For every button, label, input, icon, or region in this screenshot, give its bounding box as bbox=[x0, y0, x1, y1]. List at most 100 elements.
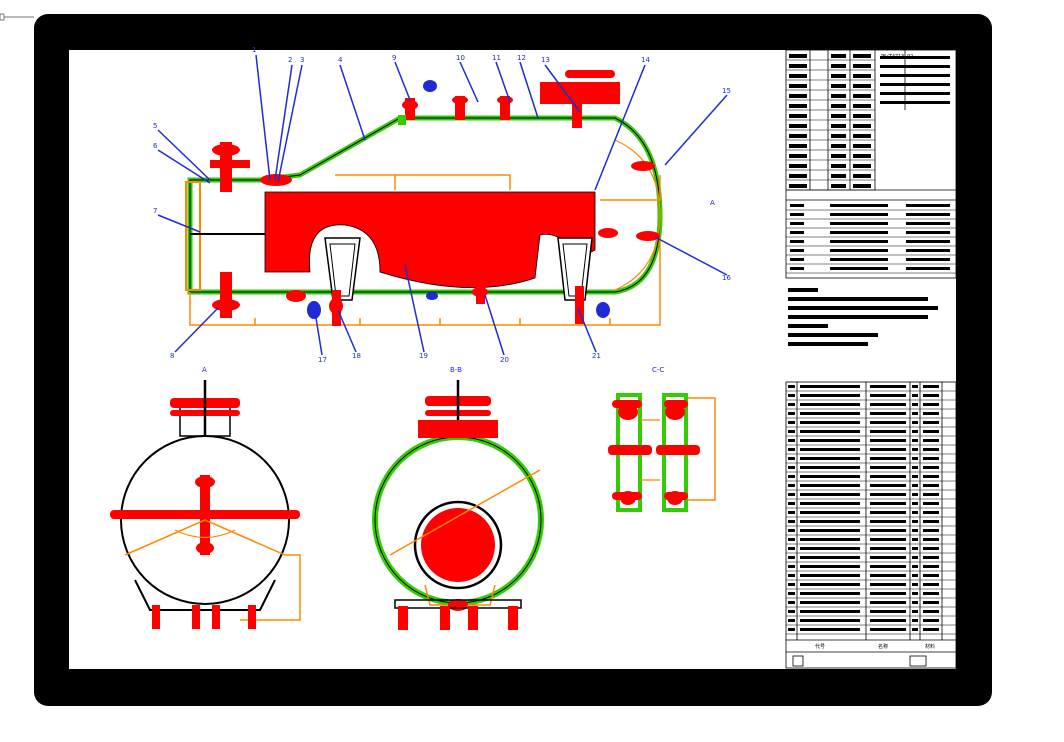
footer-label-name: 名称 bbox=[878, 643, 888, 650]
table-cell-text bbox=[790, 240, 804, 243]
balloon-8: 8 bbox=[170, 352, 174, 360]
table-cell-text bbox=[800, 538, 860, 541]
table-cell-text bbox=[853, 174, 871, 178]
table-cell-text bbox=[923, 601, 939, 604]
table-cell-text bbox=[923, 574, 939, 577]
table-cell-text bbox=[923, 511, 939, 514]
table-cell-text bbox=[923, 439, 939, 442]
table-cell-text bbox=[912, 412, 918, 415]
balloon-labels: 1 2 3 4 5 6 7 8 9 10 11 12 13 14 15 16 1… bbox=[153, 46, 731, 364]
table-cell-text bbox=[912, 403, 918, 406]
table-cell-text bbox=[906, 222, 950, 225]
table-cell-text bbox=[880, 65, 950, 68]
table-cell-text bbox=[880, 83, 950, 86]
table-cell-text bbox=[870, 439, 906, 442]
table-cell-text bbox=[788, 502, 795, 505]
table-cell-text bbox=[788, 385, 795, 388]
table-cell-text bbox=[870, 610, 906, 613]
table-cell-text bbox=[923, 466, 939, 469]
table-cell-text bbox=[788, 565, 795, 568]
table-cell-text bbox=[912, 385, 918, 388]
table-cell-text bbox=[912, 565, 918, 568]
table-cell-text bbox=[790, 231, 804, 234]
view-label-bb: B-B bbox=[450, 366, 462, 374]
table-cell-text bbox=[912, 556, 918, 559]
table-cell-text bbox=[912, 538, 918, 541]
table-cell-text bbox=[923, 457, 939, 460]
table-cell-text bbox=[790, 249, 804, 252]
table-cell-text bbox=[789, 114, 807, 118]
table-cell-text bbox=[912, 601, 918, 604]
table-cell-text bbox=[912, 529, 918, 532]
table-cell-text bbox=[831, 94, 846, 98]
table-cell-text bbox=[788, 394, 795, 397]
table-cell-text bbox=[800, 628, 860, 631]
table-cell-text bbox=[853, 134, 871, 138]
table-cell-text bbox=[870, 628, 906, 631]
table-cell-text bbox=[789, 104, 807, 108]
table-cell-text bbox=[923, 556, 939, 559]
table-cell-text bbox=[800, 529, 860, 532]
table-cell-text bbox=[870, 583, 906, 586]
table-cell-text bbox=[912, 421, 918, 424]
balloon-6: 6 bbox=[153, 142, 158, 150]
table-cell-text bbox=[870, 529, 906, 532]
table-cell-text bbox=[853, 144, 871, 148]
table-cell-text bbox=[788, 556, 795, 559]
table-cell-text bbox=[788, 457, 795, 460]
table-cell-text bbox=[800, 466, 860, 469]
parts-list-footer: 代号 名称 材料 bbox=[815, 643, 935, 650]
table-cell-text bbox=[906, 258, 950, 261]
table-cell-text bbox=[788, 583, 795, 586]
table-cell-text bbox=[923, 628, 939, 631]
table-cell-text bbox=[923, 565, 939, 568]
table-cell-text bbox=[906, 249, 950, 252]
table-cell-text bbox=[870, 520, 906, 523]
balloon-1: 1 bbox=[252, 46, 256, 54]
table-cell-text bbox=[923, 502, 939, 505]
table-cell-text bbox=[830, 240, 888, 243]
table-cell-text bbox=[788, 511, 795, 514]
table-cell-text bbox=[800, 475, 860, 478]
table-cell-text bbox=[870, 421, 906, 424]
table-cell-text bbox=[790, 213, 804, 216]
table-cell-text bbox=[923, 547, 939, 550]
table-cell-text bbox=[870, 538, 906, 541]
table-cell-text bbox=[923, 421, 939, 424]
table-cell-text bbox=[788, 430, 795, 433]
balloon-18: 18 bbox=[352, 352, 361, 360]
table-cell-text bbox=[788, 297, 928, 301]
table-cell-text bbox=[788, 421, 795, 424]
view-label-cc: C-C bbox=[652, 366, 664, 374]
table-cell-text bbox=[788, 342, 868, 346]
corner-marker bbox=[0, 13, 34, 21]
table-cell-text bbox=[789, 94, 807, 98]
table-cell-text bbox=[800, 565, 860, 568]
table-cell-text bbox=[923, 484, 939, 487]
table-cell-text bbox=[853, 54, 871, 58]
table-cell-text bbox=[800, 385, 860, 388]
table-cell-text bbox=[870, 547, 906, 550]
table-cell-text bbox=[923, 592, 939, 595]
table-cell-text bbox=[831, 164, 846, 168]
table-cell-text bbox=[853, 114, 871, 118]
table-cell-text bbox=[912, 610, 918, 613]
table-cell-text bbox=[870, 565, 906, 568]
table-cell-text bbox=[912, 430, 918, 433]
table-cell-text bbox=[853, 64, 871, 68]
table-cell-text bbox=[870, 394, 906, 397]
table-cell-text bbox=[880, 74, 950, 77]
table-cell-text bbox=[912, 439, 918, 442]
table-cell-text bbox=[789, 154, 807, 158]
balloon-11: 11 bbox=[492, 54, 501, 62]
table-cell-text bbox=[906, 267, 950, 270]
balloon-16: 16 bbox=[722, 274, 731, 282]
balloon-7: 7 bbox=[153, 207, 157, 215]
table-cell-text bbox=[789, 64, 807, 68]
table-cell-text bbox=[923, 412, 939, 415]
table-cell-text bbox=[831, 74, 846, 78]
table-cell-text bbox=[800, 421, 860, 424]
table-cell-text bbox=[870, 430, 906, 433]
table-cell-text bbox=[923, 403, 939, 406]
table-cell-text bbox=[800, 502, 860, 505]
